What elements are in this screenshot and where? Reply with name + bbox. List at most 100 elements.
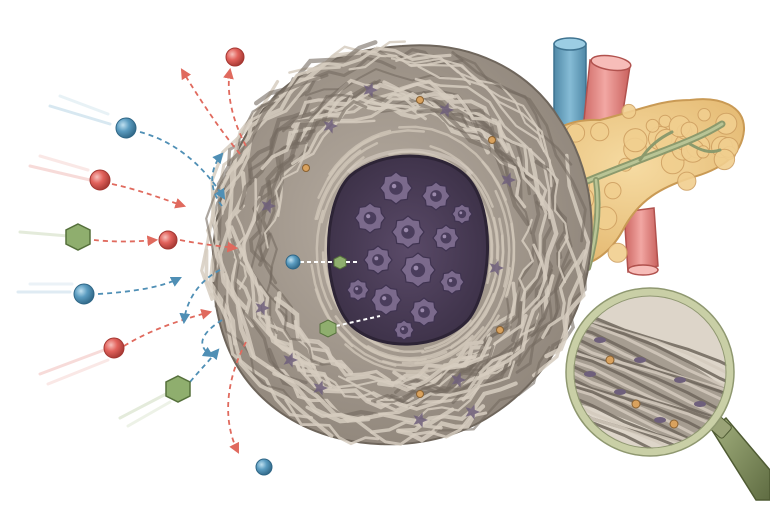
stroma-fiber	[254, 40, 378, 106]
stroma-fiber	[230, 238, 308, 385]
magnified-fiber	[570, 395, 730, 452]
tumor-cell	[346, 278, 370, 302]
dashed-arrow-icon	[111, 183, 187, 209]
stromal-cell	[255, 300, 270, 316]
stroma-fiber	[408, 63, 558, 184]
red-particle	[158, 230, 178, 250]
tumor-cell	[400, 252, 436, 288]
stroma-fiber	[291, 103, 427, 165]
dashed-arrow-icon	[97, 277, 182, 295]
stroma-fiber	[516, 156, 548, 314]
stromal-cell	[489, 260, 504, 276]
stroma-fiber	[291, 78, 379, 129]
tumor-cell	[370, 284, 402, 316]
stroma-dot	[416, 96, 424, 104]
dashed-arrow-icon	[211, 152, 224, 207]
magnified-fibers	[570, 292, 730, 452]
red-particle	[103, 337, 125, 359]
stroma-fiber	[487, 243, 543, 362]
tumor-cell	[451, 203, 473, 225]
magnified-cell	[614, 389, 626, 395]
dashed-arrow-icon	[139, 131, 226, 200]
tumor-cell	[432, 224, 460, 252]
stroma-fiber	[344, 343, 429, 373]
dashed-arrow-icon	[223, 67, 247, 147]
magnified-fiber	[570, 324, 730, 401]
stroma-fiber	[273, 296, 347, 369]
stroma-fiber	[295, 56, 397, 100]
lobule	[621, 103, 637, 119]
blue-particle	[115, 117, 137, 139]
motion-streaks	[16, 94, 172, 428]
dashed-arrow-icon	[93, 235, 159, 247]
stroma-fiber	[413, 360, 516, 422]
dashed-arrow-icon	[201, 319, 223, 358]
stromal-cell	[261, 198, 276, 214]
stroma-fiber	[451, 51, 587, 243]
incoming-particles	[16, 94, 239, 428]
tumor-cell	[439, 269, 465, 295]
stroma-fiber	[317, 129, 426, 199]
stroma-fiber	[544, 249, 588, 359]
lobule	[645, 118, 660, 133]
stroma-fiber	[351, 336, 448, 362]
stroma-fiber	[345, 336, 493, 392]
stroma-fiber	[369, 411, 488, 446]
penetrating-particles	[285, 254, 381, 338]
dashed-arrow-icon	[179, 239, 239, 253]
stroma-dot	[488, 136, 496, 144]
stromal-cell	[413, 412, 428, 428]
stroma-fiber	[546, 167, 569, 284]
green-particle	[319, 319, 337, 338]
stroma-fiber	[416, 107, 530, 227]
stroma-fiber	[315, 142, 379, 220]
magnified-cell	[634, 357, 646, 363]
stroma-fiber	[361, 47, 464, 66]
magnified-cell	[654, 417, 666, 423]
stroma-fiber	[450, 292, 495, 348]
green-particle	[333, 255, 347, 270]
stroma-fiber	[248, 179, 272, 262]
tumor-core-cells	[346, 171, 473, 341]
stroma-fiber	[218, 148, 257, 360]
blue-particle	[285, 254, 301, 270]
stromal-cell	[313, 380, 328, 396]
stroma-fiber	[417, 65, 553, 188]
stromal-cell	[501, 172, 516, 188]
stromal-cell	[465, 404, 480, 420]
magnified-dot	[669, 419, 679, 429]
stromal-cell	[439, 102, 454, 118]
blue-particle	[255, 458, 273, 476]
tumor-cell	[354, 202, 386, 234]
lobule	[590, 122, 610, 142]
stroma-fibers	[200, 40, 591, 446]
stroma-fiber	[376, 351, 514, 412]
stroma-fiber	[464, 217, 505, 340]
stroma-fiber	[282, 79, 381, 133]
lobule	[623, 128, 648, 153]
magnified-fiber	[570, 313, 730, 397]
stroma-fiber	[304, 68, 451, 97]
magnified-fiber	[570, 334, 730, 417]
green-particle	[65, 223, 91, 251]
lobule	[607, 242, 628, 263]
green-particle	[165, 375, 191, 403]
stroma-cells	[255, 82, 516, 428]
stroma-fiber	[368, 93, 501, 149]
magnified-fiber	[570, 404, 730, 452]
stroma-fiber	[263, 141, 309, 249]
stroma-fiber	[277, 119, 376, 217]
red-particle	[89, 169, 111, 191]
magnified-fiber	[570, 303, 730, 388]
magnified-cell	[584, 371, 596, 377]
incoming-arrows	[93, 131, 239, 383]
magnified-dot	[605, 355, 615, 365]
stromal-cell	[363, 82, 378, 98]
tumor-cell	[379, 171, 413, 205]
magnified-fiber	[570, 446, 730, 452]
dashed-arrow-icon	[180, 68, 241, 155]
magnified-dot	[631, 399, 641, 409]
deflected-particles	[179, 47, 273, 476]
